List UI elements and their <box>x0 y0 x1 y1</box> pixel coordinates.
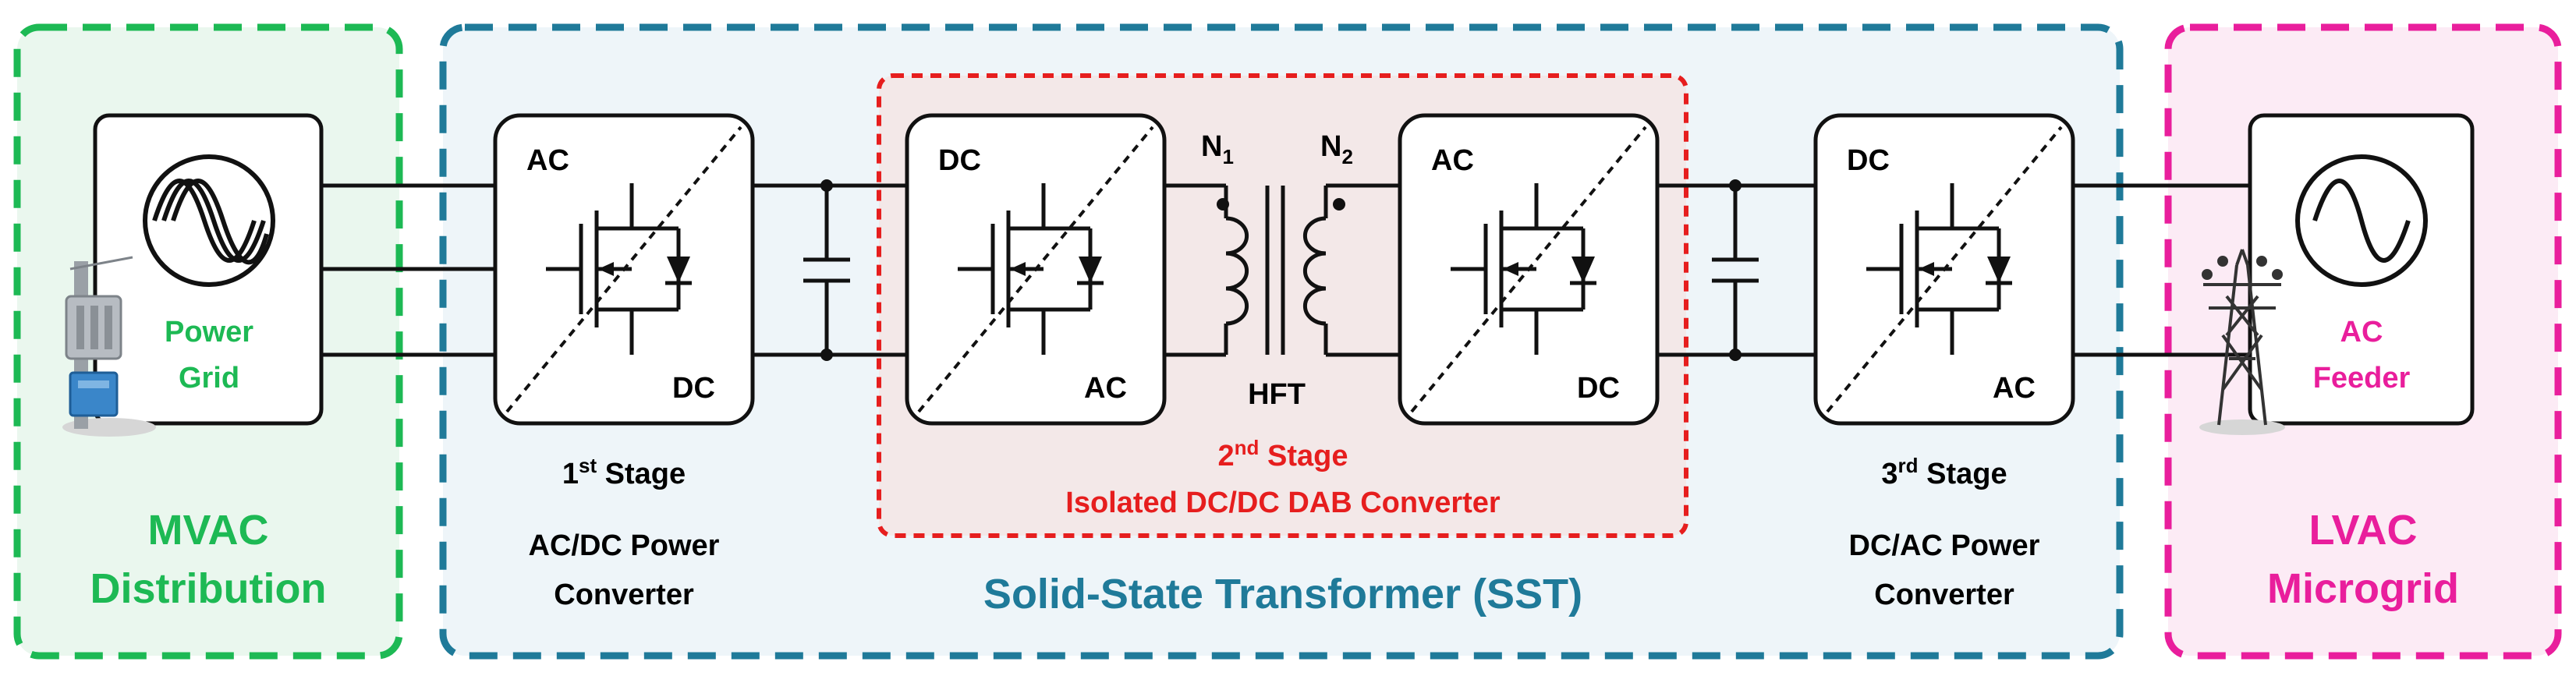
grid-label-line1: Power <box>165 316 253 349</box>
stage1-heading: 1st Stage <box>562 454 686 490</box>
stage3-heading: 3rd Stage <box>1881 454 2007 490</box>
junction-dots <box>820 179 1742 361</box>
sine-wave-icon <box>2295 154 2428 287</box>
pole-transformer-icon <box>62 256 156 437</box>
converter-3-bottom-label: DC <box>1577 372 1620 405</box>
secondary-turns-label: N2 <box>1320 130 1353 168</box>
stage1-desc-line2: Converter <box>554 579 694 611</box>
converter-4-top-label: DC <box>1847 144 1890 177</box>
stage2-desc: Isolated DC/DC DAB Converter <box>1065 487 1501 519</box>
converter-2: DC AC <box>905 113 1167 426</box>
converter-1-bottom-label: DC <box>672 372 715 405</box>
mvac-title-line1: MVAC <box>148 507 269 554</box>
grid-label-line2: Grid <box>179 362 239 395</box>
stage3-desc-line2: Converter <box>1874 579 2014 611</box>
three-phase-sine-icon <box>143 154 275 287</box>
stage2-heading: 2nd Stage <box>1218 436 1348 472</box>
transmission-tower-icon <box>2199 249 2285 435</box>
ac-feeder-block: AC Feeder <box>2248 113 2475 426</box>
converter-2-top-label: DC <box>938 144 981 177</box>
feeder-label-line1: AC <box>2340 316 2383 349</box>
mvac-title-line2: Distribution <box>90 565 327 612</box>
stage1-desc-line1: AC/DC Power <box>529 529 720 562</box>
converter-3: AC DC <box>1398 113 1660 426</box>
hft-label: HFT <box>1248 378 1306 411</box>
converter-4-bottom-label: AC <box>1993 372 2036 405</box>
lvac-title-line1: LVAC <box>2309 507 2418 554</box>
stage3-desc-line1: DC/AC Power <box>1849 529 2040 562</box>
primary-turns-label: N1 <box>1201 130 1234 168</box>
converter-3-top-label: AC <box>1431 144 1474 177</box>
converter-4: DC AC <box>1813 113 2075 426</box>
converter-1-top-label: AC <box>526 144 569 177</box>
sst-title: Solid-State Transformer (SST) <box>983 571 1582 618</box>
feeder-label-line2: Feeder <box>2313 362 2411 395</box>
converter-2-bottom-label: AC <box>1084 372 1127 405</box>
converter-1: AC DC <box>493 113 755 426</box>
lvac-title-line2: Microgrid <box>2267 565 2459 612</box>
power-grid-block: Power Grid <box>93 113 324 426</box>
